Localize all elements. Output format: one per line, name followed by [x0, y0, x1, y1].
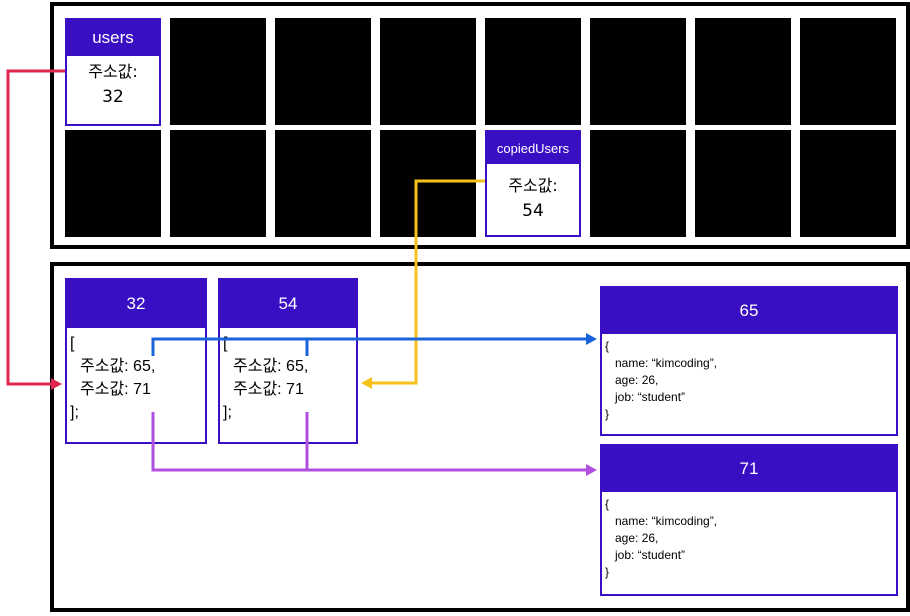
object-71-close: }: [605, 565, 610, 579]
array-32-close: ];: [70, 404, 79, 421]
object-71-name: name: “kimcoding”,: [615, 514, 718, 528]
memory-cell: [275, 18, 371, 125]
array-54-item-1: 주소값: 65,: [233, 358, 309, 375]
memory-cell: [170, 130, 266, 237]
memory-cell: [590, 18, 686, 125]
array-32-item-1: 주소값: 65,: [80, 358, 156, 375]
copied-users-variable-name: copiedUsers: [487, 132, 579, 164]
object-65-close: }: [605, 407, 610, 421]
array-54-open: [: [223, 335, 228, 352]
object-65-name: name: “kimcoding”,: [615, 356, 718, 370]
array-54-item-2: 주소값: 71: [233, 381, 304, 398]
object-65-open: {: [605, 339, 610, 353]
object-71-job: job: “student”: [615, 548, 686, 562]
object-65-job: job: “student”: [615, 390, 686, 404]
users-address-value: 32: [102, 87, 124, 107]
users-address-label: 주소값:: [88, 62, 138, 81]
array-54-close: ];: [223, 404, 232, 421]
copied-users-address-value: 54: [522, 201, 544, 221]
object-71-address: 71: [602, 446, 896, 492]
object-65-address: 65: [602, 288, 896, 334]
object-71-age: age: 26,: [615, 531, 659, 545]
array-54: 54 [ 주소값: 65, 주소값: 71 ];: [218, 278, 358, 444]
object-71: 71 { name: “kimcoding”, age: 26, job: “s…: [600, 444, 898, 596]
array-32-open: [: [70, 335, 75, 352]
object-65-age: age: 26,: [615, 373, 659, 387]
object-65: 65 { name: “kimcoding”, age: 26, job: “s…: [600, 286, 898, 436]
users-variable-name: users: [67, 20, 159, 56]
copied-users-address-label: 주소값:: [508, 176, 558, 195]
memory-cell: [695, 130, 791, 237]
object-71-open: {: [605, 497, 610, 511]
memory-cell: [485, 18, 581, 125]
memory-cell: [800, 18, 896, 125]
memory-cell: [275, 130, 371, 237]
memory-cell: [170, 18, 266, 125]
memory-cell: [695, 18, 791, 125]
array-32-item-2: 주소값: 71: [80, 381, 151, 398]
copied-users-variable: copiedUsers 주소값: 54: [485, 130, 581, 237]
memory-cell: [65, 130, 161, 237]
array-32: 32 [ 주소값: 65, 주소값: 71 ];: [65, 278, 207, 444]
users-variable: users 주소값: 32: [65, 18, 161, 126]
memory-cell: [380, 18, 476, 125]
memory-cell: [380, 130, 476, 237]
array-32-address: 32: [67, 280, 205, 328]
array-54-address: 54: [220, 280, 356, 328]
memory-cell: [800, 130, 896, 237]
memory-cell: [590, 130, 686, 237]
